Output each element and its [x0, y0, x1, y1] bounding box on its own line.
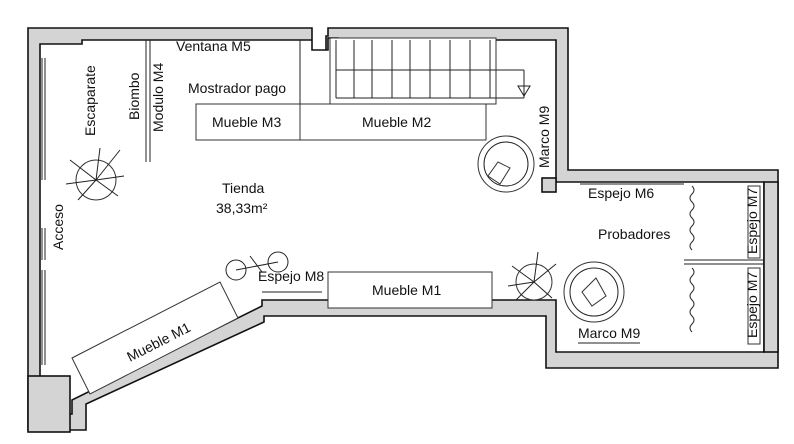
- label-modulo-m4: Modulo M4: [150, 63, 166, 132]
- mueble-m3[interactable]: [195, 103, 301, 141]
- plant-icon: [65, 147, 125, 201]
- label-espejo-m6: Espejo M6: [588, 185, 654, 201]
- label-marco-m9-vertical: Marco M9: [536, 106, 552, 168]
- mueble-m2[interactable]: [299, 103, 487, 141]
- mueble-m1-left[interactable]: [71, 281, 239, 395]
- label-ventana: Ventana M5: [176, 38, 251, 54]
- label-area: 38,33m²: [216, 200, 268, 216]
- label-mueble-m1-right: Mueble M1: [372, 282, 441, 298]
- mueble-m1-right[interactable]: [327, 271, 493, 309]
- label-mueble-m3: Mueble M3: [212, 114, 281, 130]
- label-espejo-m8: Espejo M8: [258, 268, 324, 284]
- curtains: [689, 185, 695, 333]
- bicycle-icon: [225, 251, 289, 281]
- access-glazing: [41, 58, 46, 365]
- label-espejo-m7-bottom: Espejo M7: [744, 272, 760, 338]
- label-mueble-m2: Mueble M2: [362, 114, 431, 130]
- label-biombo: Biombo: [126, 72, 142, 120]
- chair-icon: [477, 135, 535, 193]
- label-escaparate: Escaparate: [82, 65, 98, 136]
- label-marco-m9-bottom: Marco M9: [578, 325, 640, 341]
- chair-icon: [563, 261, 625, 323]
- label-espejo-m7-top: Espejo M7: [744, 188, 760, 254]
- label-acceso: Acceso: [50, 204, 66, 250]
- stairs[interactable]: [329, 37, 531, 105]
- plant-icon: [507, 251, 557, 301]
- furniture: [71, 40, 764, 395]
- label-tienda: Tienda: [222, 180, 265, 196]
- label-probadores: Probadores: [598, 226, 670, 242]
- label-mostrador: Mostrador pago: [188, 80, 286, 96]
